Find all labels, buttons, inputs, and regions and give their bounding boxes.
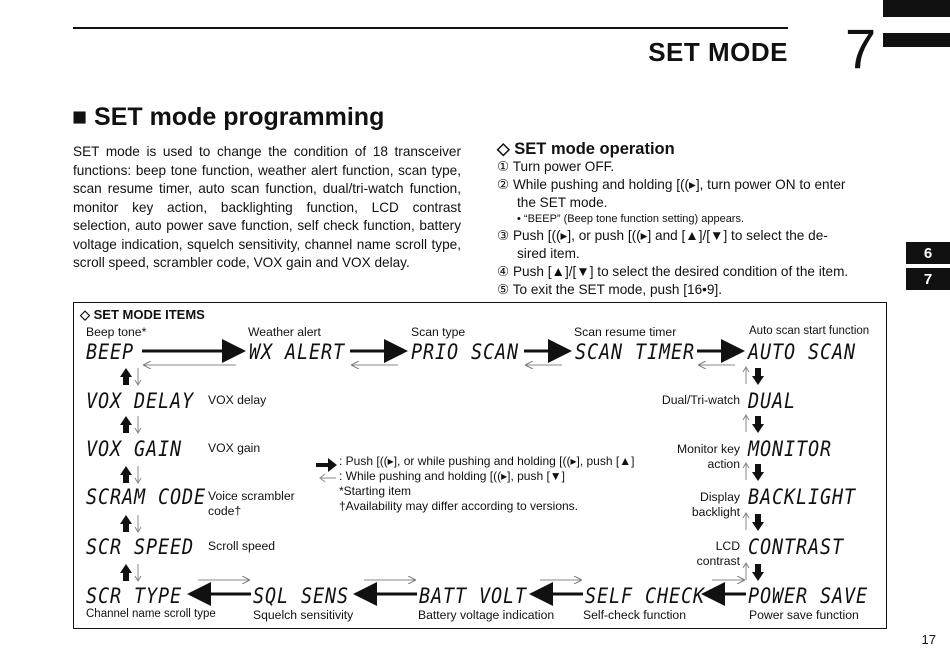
label-backlight: Display (700, 490, 740, 504)
lcd-monitor: MONITOR (748, 437, 833, 461)
lcd-vox-delay: VOX DELAY (86, 389, 195, 413)
lcd-power-save: POWER SAVE (748, 584, 869, 608)
label-backlight-2: backlight (691, 505, 740, 519)
arrow-right-col-open (742, 366, 750, 580)
header-rule (73, 27, 788, 29)
set-mode-items-box (73, 302, 887, 629)
intro-paragraph: SET mode is used to change the condition… (73, 144, 461, 270)
lcd-backlight: BACKLIGHT (748, 485, 857, 509)
section-title: ■ SET mode programming (72, 103, 385, 131)
side-tab-7[interactable]: 7 (906, 268, 950, 290)
label-dual: Dual/Tri-watch (661, 393, 740, 407)
side-tab-6[interactable]: 6 (906, 242, 950, 264)
lcd-auto-scan: AUTO SCAN (748, 340, 857, 364)
page-number: 17 (921, 632, 936, 647)
step-4: ④ Push [▲]/[▼] to select the desired con… (497, 264, 849, 279)
legend-dagger: †Availability may differ according to ve… (339, 499, 579, 513)
label-power-save: Power save function (749, 608, 859, 622)
arrow-power-self (701, 580, 746, 606)
arrow-timer-auto (697, 339, 745, 365)
lcd-sql-sens: SQL SENS (253, 584, 350, 608)
lcd-scr-speed: SCR SPEED (86, 535, 195, 559)
label-self-check: Self-check function (583, 608, 686, 622)
label-batt-volt: Battery voltage indication (418, 608, 555, 622)
label-scan-timer: Scan resume timer (574, 325, 677, 339)
legend-open-arrow (319, 473, 336, 483)
label-vox-gain: VOX gain (208, 441, 261, 455)
arrow-beep-wx (142, 339, 246, 365)
label-monitor: Monitor key (677, 442, 740, 456)
arrow-self-batt (529, 580, 583, 606)
label-sql-sens: Squelch sensitivity (253, 608, 354, 622)
legend-hold: : While pushing and holding [((▸], push … (339, 469, 566, 483)
chapter-number: 7 (845, 17, 877, 80)
lcd-beep: BEEP (86, 340, 135, 364)
label-monitor-2: action (707, 457, 740, 471)
legend-push: : Push [((▸], or while pushing and holdi… (339, 454, 635, 468)
legend: : Push [((▸], or while pushing and holdi… (339, 454, 669, 514)
step-5: ⑤ To exit the SET mode, push [16•9]. (497, 282, 723, 297)
label-wx-alert: Weather alert (248, 325, 321, 339)
label-scan-type: Scan type (411, 325, 466, 339)
step-3-cont: sired item. (517, 246, 580, 261)
lcd-vox-gain: VOX GAIN (86, 437, 183, 461)
label-contrast-2: contrast (696, 554, 740, 568)
arrow-right-col (752, 368, 764, 581)
arrow-left-col (120, 368, 132, 581)
step-1: ① Turn power OFF. (497, 159, 615, 174)
chapter-tab-bar-lower (883, 33, 950, 47)
lcd-scram-code: SCRAM CODE (86, 485, 207, 509)
lcd-prio-scan: PRIO SCAN (411, 340, 520, 364)
label-scram-code-2: code† (208, 504, 242, 518)
step-2-cont: the SET mode. (517, 195, 608, 210)
chapter-title: SET MODE (648, 37, 788, 67)
step-2-note: • “BEEP” (Beep tone function setting) ap… (517, 213, 745, 225)
label-auto-scan: Auto scan start function (749, 325, 870, 337)
chapter-tab-bar (883, 0, 950, 17)
lcd-batt-volt: BATT VOLT (419, 584, 528, 608)
legend-solid-arrow (316, 458, 337, 472)
label-scr-speed: Scroll speed (208, 539, 276, 553)
arrow-left-col-open (134, 368, 142, 582)
label-scram-code: Voice scrambler (208, 489, 295, 503)
label-contrast: LCD (715, 539, 740, 553)
label-scr-type: Channel name scroll type (86, 608, 216, 620)
operation-steps: ① Turn power OFF. ② While pushing and ho… (497, 158, 887, 299)
items-box-title: ◇ SET MODE ITEMS (80, 307, 205, 322)
lcd-self-check: SELF CHECK (585, 584, 706, 608)
arrow-sql-scrtype (187, 580, 251, 606)
lcd-dual: DUAL (748, 389, 797, 413)
label-vox-delay: VOX delay (208, 393, 267, 407)
lcd-scr-type: SCR TYPE (86, 584, 183, 608)
arrow-batt-sql (353, 580, 417, 606)
arrow-prio-timer (524, 339, 572, 365)
operation-title: ◇ SET mode operation (497, 140, 675, 158)
arrow-wx-prio (350, 339, 408, 365)
label-beep: Beep tone* (86, 325, 147, 339)
lcd-scan-timer: SCAN TIMER (575, 340, 696, 364)
lcd-contrast: CONTRAST (748, 535, 845, 559)
lcd-wx-alert: WX ALERT (249, 340, 346, 364)
legend-star: *Starting item (339, 484, 412, 498)
step-3: ③ Push [((▸], or push [((▸] and [▲]/[▼] … (497, 228, 828, 243)
step-2: ② While pushing and holding [((▸], turn … (497, 177, 846, 192)
